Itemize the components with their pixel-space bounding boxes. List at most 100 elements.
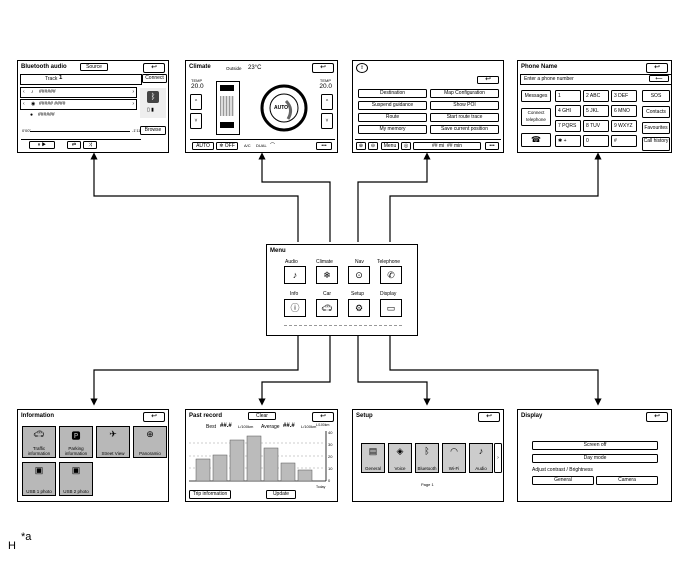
back-button[interactable]: ↩ [312,63,334,73]
pause-play-button[interactable]: ⏸ ▶ [29,141,55,149]
zoom-in-button[interactable]: ⊕ [356,142,366,150]
connect-telephone-button[interactable]: Connect telephone [521,108,551,126]
location-icon[interactable]: ◎ [401,142,411,150]
setup-wifi-tile[interactable]: ◠Wi-Fi [442,443,466,473]
route-button[interactable]: Route [358,113,427,122]
keypad-key[interactable]: 3 DEF [611,90,637,102]
keypad-key[interactable]: 9 WXYZ [611,120,637,132]
menu-car-icon[interactable]: 🚗︎ [316,299,338,317]
menu-telephone-icon[interactable]: ✆ [380,266,402,284]
dual-label[interactable]: DUAL [256,143,267,148]
row-1[interactable]: ‹ ♪ ###### › [20,87,137,98]
nav-menu-button[interactable]: Menu [381,142,399,150]
messages-button[interactable]: Messages [521,90,551,102]
menu-label-nav: Nav [355,259,364,265]
sos-button[interactable]: SOS [642,90,670,102]
trip-information-button[interactable]: Trip information [189,490,231,499]
ac-label[interactable]: A/C [244,143,251,148]
save-position-button[interactable]: Save current position [430,125,499,134]
menu-nav-icon[interactable]: ⊙ [348,266,370,284]
temp-left-down-button[interactable]: ˅ [190,113,202,129]
contacts-button[interactable]: Contacts [642,106,670,118]
keypad-key[interactable]: 1 [555,90,581,102]
start-route-trace-button[interactable]: Start route trace [430,113,499,122]
day-mode-button[interactable]: Day mode [532,454,658,463]
destination-button[interactable]: Destination [358,89,427,98]
clear-button[interactable]: Clear [248,412,276,420]
phone-number-placeholder: Enter a phone number [524,76,574,82]
row-2[interactable]: ‹ ◉ ##### #### › [20,99,137,110]
shuffle-button[interactable]: ⤨ [83,141,97,149]
setup-next-page-button[interactable]: › [494,443,502,473]
menu-setup-icon[interactable]: ⚙ [348,299,370,317]
route-info[interactable]: ## mi ## min [413,142,481,150]
back-button[interactable]: ↩ [143,63,165,73]
temp-left-up-button[interactable]: ^ [190,94,202,110]
airflow-dial[interactable] [256,81,312,135]
call-icon-button[interactable]: ☎ [521,133,551,147]
usb1-photo-tile[interactable]: ▣USB 1 photo [22,462,56,496]
back-button[interactable]: ↩ [646,63,668,73]
street-view-tile[interactable]: ✈︎Street View [96,426,130,458]
favourites-button[interactable]: Favourites [642,122,670,134]
auto-button[interactable]: AUTO [192,142,214,150]
browse-button[interactable]: Browse [140,126,166,135]
phone-number-field[interactable]: Enter a phone number ⟵ [520,74,672,85]
show-poi-button[interactable]: Show POI [430,101,499,110]
more-button[interactable]: ••• [316,142,332,150]
keypad-key[interactable]: 5 JKL [583,105,609,117]
setup-general-tile[interactable]: ▤General [361,443,385,473]
windshield-icon[interactable]: ⌒ [270,143,276,149]
progress-bar[interactable] [30,131,130,132]
menu-climate-icon[interactable]: ❄ [316,266,338,284]
backspace-button[interactable]: ⟵ [649,75,669,82]
playback-bar: ⏸ ▶ ⇄ ⤨ [21,139,141,151]
source-button[interactable]: Source [80,63,108,71]
keypad-key[interactable]: 2 ABC [583,90,609,102]
map-config-button[interactable]: Map Configuration [430,89,499,98]
menu-audio-icon[interactable]: ♪ [284,266,306,284]
keypad-key[interactable]: 6 MNO [611,105,637,117]
suspend-guidance-button[interactable]: Suspend guidance [358,101,427,110]
keypad-key[interactable]: 4 GHI [555,105,581,117]
dial-auto-label: AUTO [274,105,289,111]
general-button[interactable]: General [532,476,594,485]
my-memory-button[interactable]: My memory [358,125,427,134]
back-button[interactable]: ↩ [143,412,165,422]
nav-bottom-bar: ⊕ ⊖ Menu ◎ ## mi ## min ••• [355,139,501,151]
setup-voice-tile[interactable]: ◈Voice [388,443,412,473]
phone-battery-icon: ▯ ▮ [147,107,154,113]
call-history-button[interactable]: Call history [642,137,670,151]
keypad-key[interactable]: 7 PQRS [555,120,581,132]
menu-label-telephone: Telephone [377,259,401,265]
setup-audio-tile[interactable]: ♪Audio [469,443,493,473]
panoramio-tile[interactable]: ⊕Panoramio [133,426,167,458]
back-button[interactable]: ↩ [312,412,334,422]
usb2-photo-tile[interactable]: ▣USB 2 photo [59,462,93,496]
zoom-out-button[interactable]: ⊖ [368,142,378,150]
fan-speed-panel[interactable] [216,81,240,135]
temp-right-up-button[interactable]: ^ [321,94,333,110]
menu-scroll-hint [284,325,402,334]
back-button[interactable]: ↩ [646,412,668,422]
connect-button[interactable]: Connect [142,74,167,83]
keypad-key[interactable]: # [611,135,637,147]
repeat-button[interactable]: ⇄ [67,141,81,149]
keypad-key[interactable]: 0 [583,135,609,147]
compass-icon[interactable]: ⇧ [356,63,368,73]
traffic-info-tile[interactable]: 🚗︎Traffic information [22,426,56,458]
keypad-key[interactable]: ✱ + [555,135,581,147]
screen-off-button[interactable]: Screen off [532,441,658,450]
off-button[interactable]: ❄ OFF [216,142,238,150]
temp-right-down-button[interactable]: ˅ [321,113,333,129]
keypad-key[interactable]: 8 TUV [583,120,609,132]
parking-info-tile[interactable]: 🅿︎Parking information [59,426,93,458]
more-button[interactable]: ••• [485,142,499,150]
back-button[interactable]: ↩ [478,412,500,422]
update-button[interactable]: Update [266,490,296,499]
back-button[interactable]: ↩ [477,76,499,84]
menu-info-icon[interactable]: ⓘ [284,299,306,317]
menu-display-icon[interactable]: ▭ [380,299,402,317]
camera-button[interactable]: Camera [596,476,658,485]
